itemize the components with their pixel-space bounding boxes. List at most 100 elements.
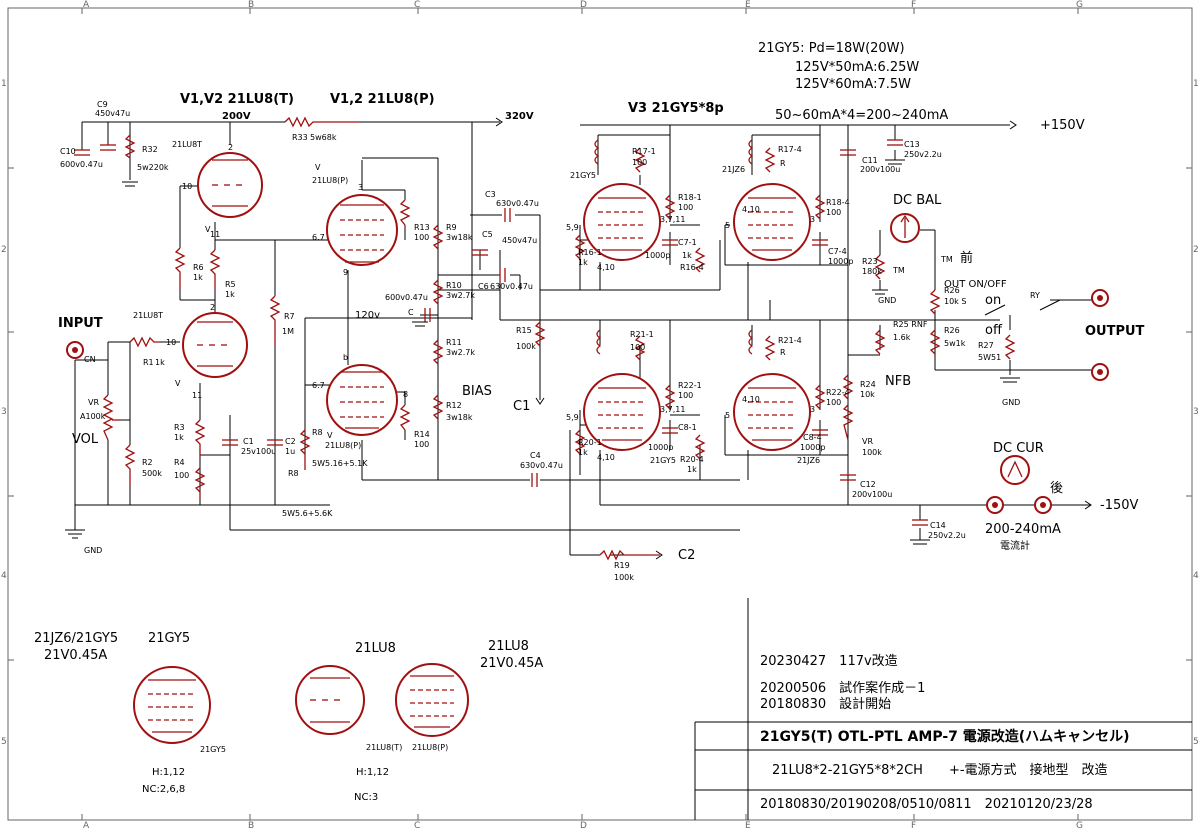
c7-1-value: 1000p bbox=[645, 251, 670, 260]
vr-nfb-pot bbox=[842, 404, 854, 441]
tm-label-1: TM bbox=[892, 266, 905, 275]
c1-value: 25v100u bbox=[241, 447, 276, 456]
dc-cur-meter-icon bbox=[1000, 455, 1030, 485]
r15-resistor bbox=[534, 321, 546, 347]
dc-bal-meter-icon bbox=[890, 213, 920, 243]
rev-2: 20200506 試作案作成－1 bbox=[760, 680, 925, 696]
r2-label: R2 bbox=[142, 458, 153, 467]
r24-resistor bbox=[842, 374, 854, 400]
gnd-label-2: GND bbox=[878, 296, 896, 305]
legend-lu8b-title: 21LU8 bbox=[488, 639, 529, 654]
r20-1-value: 1k bbox=[578, 448, 588, 457]
col-b: B bbox=[248, 0, 254, 10]
c7-4-value: 1000p bbox=[828, 257, 853, 266]
col-a-bottom: A bbox=[83, 821, 90, 828]
legend-heater-1: 21V0.45A bbox=[44, 648, 107, 663]
pin-5-9-1: 5,9 bbox=[566, 223, 579, 232]
row-3: 3 bbox=[1, 407, 7, 417]
r14-resistor bbox=[399, 404, 411, 431]
r16-4-label: R16-4 bbox=[680, 263, 704, 272]
r12-label: R12 bbox=[446, 401, 462, 410]
row-1: 1 bbox=[1, 79, 7, 89]
c13-value: 250v2.2u bbox=[904, 150, 942, 159]
r7-resistor bbox=[269, 295, 281, 346]
r18-1-value: 100 bbox=[678, 203, 693, 212]
r11-label: R11 bbox=[446, 338, 462, 347]
gnd-label-3: GND bbox=[1002, 398, 1020, 407]
v12-p-label: V1,2 21LU8(P) bbox=[330, 92, 435, 107]
pin-9: 9 bbox=[343, 268, 348, 277]
pin-6-7-2: 6.7 bbox=[312, 381, 325, 390]
current-sum: 50~60mA*4=200~240mA bbox=[775, 108, 948, 123]
r16-4-value: 1k bbox=[682, 251, 692, 260]
col-d: D bbox=[580, 0, 587, 10]
heater-coil-4 bbox=[748, 329, 754, 355]
r7-label: R7 bbox=[284, 312, 295, 321]
r2-resistor bbox=[124, 444, 136, 485]
v-label-2: V bbox=[175, 379, 181, 388]
row-4-right: 4 bbox=[1193, 571, 1199, 581]
c11-value: 200v100u bbox=[860, 165, 900, 174]
r18-4-resistor bbox=[814, 194, 826, 220]
r20-4-value: 1k bbox=[687, 465, 697, 474]
r9-value: 3w18k bbox=[446, 233, 473, 242]
r27-label: R27 bbox=[978, 341, 994, 350]
r32-value: 5w220k bbox=[137, 163, 169, 172]
input-jack-icon bbox=[66, 341, 84, 359]
pd-line1: 21GY5: Pd=18W(20W) bbox=[758, 41, 905, 56]
b200-label: 200V bbox=[222, 111, 251, 122]
r33-resistor bbox=[284, 116, 360, 128]
r10-value: 3w2.7k bbox=[446, 291, 475, 300]
r24-value: 10k bbox=[860, 390, 875, 399]
v-label-1: V bbox=[205, 225, 211, 234]
r14-label: R14 bbox=[414, 430, 430, 439]
col-e-bottom: E bbox=[745, 821, 751, 828]
legend-h2: H:1,12 bbox=[356, 767, 389, 778]
legend-lu8t-label: 21LU8(T) bbox=[366, 743, 402, 752]
legend-lu8p-label: 21LU8(P) bbox=[412, 743, 448, 752]
r20-1-resistor bbox=[574, 429, 586, 455]
row-5-right: 5 bbox=[1193, 737, 1199, 747]
r12-value: 3w18k bbox=[446, 413, 473, 422]
r26-value: 10k S bbox=[944, 297, 966, 306]
r23-resistor bbox=[874, 254, 886, 280]
r22-1-value: 100 bbox=[678, 391, 693, 400]
ground-icon-6 bbox=[1000, 377, 1020, 383]
legend-heater-2: 21V0.45A bbox=[480, 656, 543, 671]
ground-icon-5 bbox=[910, 539, 930, 545]
ground-icon-3 bbox=[412, 321, 428, 327]
pin-3: 3 bbox=[358, 183, 363, 192]
row-3-right: 3 bbox=[1193, 407, 1199, 417]
pin-4-10-4: 4,10 bbox=[742, 395, 760, 404]
v12-t-label: V1,V2 21LU8(T) bbox=[180, 92, 294, 107]
on-label: on bbox=[985, 293, 1001, 308]
c6-value: 630v0.47u bbox=[490, 282, 533, 291]
v1p-tube bbox=[326, 194, 398, 266]
c5-label: C5 bbox=[482, 230, 493, 239]
drawing-title: 21GY5(T) OTL-PTL AMP-7 電源改造(ハムキャンセル) bbox=[760, 728, 1130, 745]
r18-1-resistor bbox=[664, 194, 676, 220]
row-1-right: 1 bbox=[1193, 79, 1199, 89]
r10-label: R10 bbox=[446, 281, 462, 290]
r9-resistor bbox=[432, 224, 444, 250]
r11-value: 3w2.7k bbox=[446, 348, 475, 357]
r4-label: R4 bbox=[174, 458, 185, 467]
c2-value: 1u bbox=[285, 447, 295, 456]
vr-volume-pot bbox=[102, 394, 114, 441]
r6-resistor bbox=[174, 247, 186, 290]
r27-resistor bbox=[1004, 334, 1016, 360]
v3-1-tube bbox=[583, 183, 661, 261]
c2-capacitor bbox=[267, 439, 283, 446]
r23-value: 180k bbox=[862, 267, 882, 276]
c7-4-capacitor bbox=[812, 239, 828, 246]
col-g-bottom: G bbox=[1076, 821, 1083, 828]
c7-1-label: C7-1 bbox=[678, 238, 697, 247]
pin-3-7-11-1: 3,7,11 bbox=[660, 215, 685, 224]
bias-label: BIAS bbox=[462, 384, 492, 399]
c6-label: C6 bbox=[478, 282, 489, 291]
c14-label: C14 bbox=[930, 521, 946, 530]
c14-capacitor bbox=[912, 519, 928, 526]
r21-4-resistor bbox=[764, 335, 776, 361]
r25-label: R25 RNF bbox=[893, 320, 928, 329]
row-4: 4 bbox=[1, 571, 7, 581]
